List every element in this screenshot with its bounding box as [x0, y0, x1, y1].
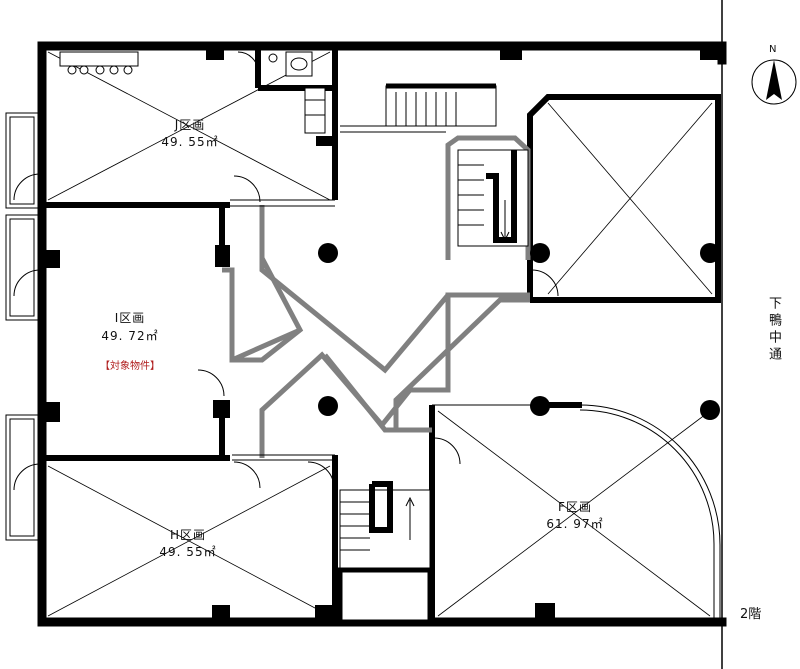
unit-i-walls: [42, 205, 230, 461]
stair-bottom-arrow: [405, 496, 415, 540]
unit-f-cross: [437, 410, 711, 617]
floor-label: 2階: [740, 607, 762, 622]
unit-h-cross: [47, 465, 331, 617]
unit-j-name: J区画: [174, 118, 206, 132]
unit-h-area: 49. 55㎡: [159, 545, 217, 559]
stair-core-rail: [486, 150, 517, 243]
unit-j-toilet: [268, 51, 326, 134]
north-label: N: [769, 44, 777, 55]
stair-room-cross: [547, 102, 713, 295]
stair-bottom-rail: [369, 481, 393, 533]
unit-f-name: F区画: [558, 500, 592, 514]
street-label: 下鴨中通: [766, 296, 781, 364]
unit-i-name: I区画: [114, 311, 146, 325]
stair-core-arrow: [500, 200, 510, 242]
north-arrow-icon: [751, 59, 797, 105]
unit-i-note: 【対象物件】: [100, 361, 160, 372]
unit-j-cross: [47, 51, 331, 201]
unit-f-area: 61. 97㎡: [546, 517, 604, 531]
stair-top: [385, 83, 497, 127]
corridor-outline: [222, 135, 531, 458]
bottom-box: [337, 567, 433, 625]
doors: [13, 51, 559, 625]
balconies: [5, 112, 39, 541]
unit-j-area: 49. 55㎡: [161, 135, 219, 149]
stair-room-walls: [527, 94, 721, 303]
unit-j-kitchen: [59, 51, 139, 75]
columns-square: [42, 46, 722, 622]
unit-h-name: H区画: [169, 528, 207, 542]
columns-round: [318, 243, 720, 420]
unit-i-area: 49. 72㎡: [101, 329, 159, 343]
